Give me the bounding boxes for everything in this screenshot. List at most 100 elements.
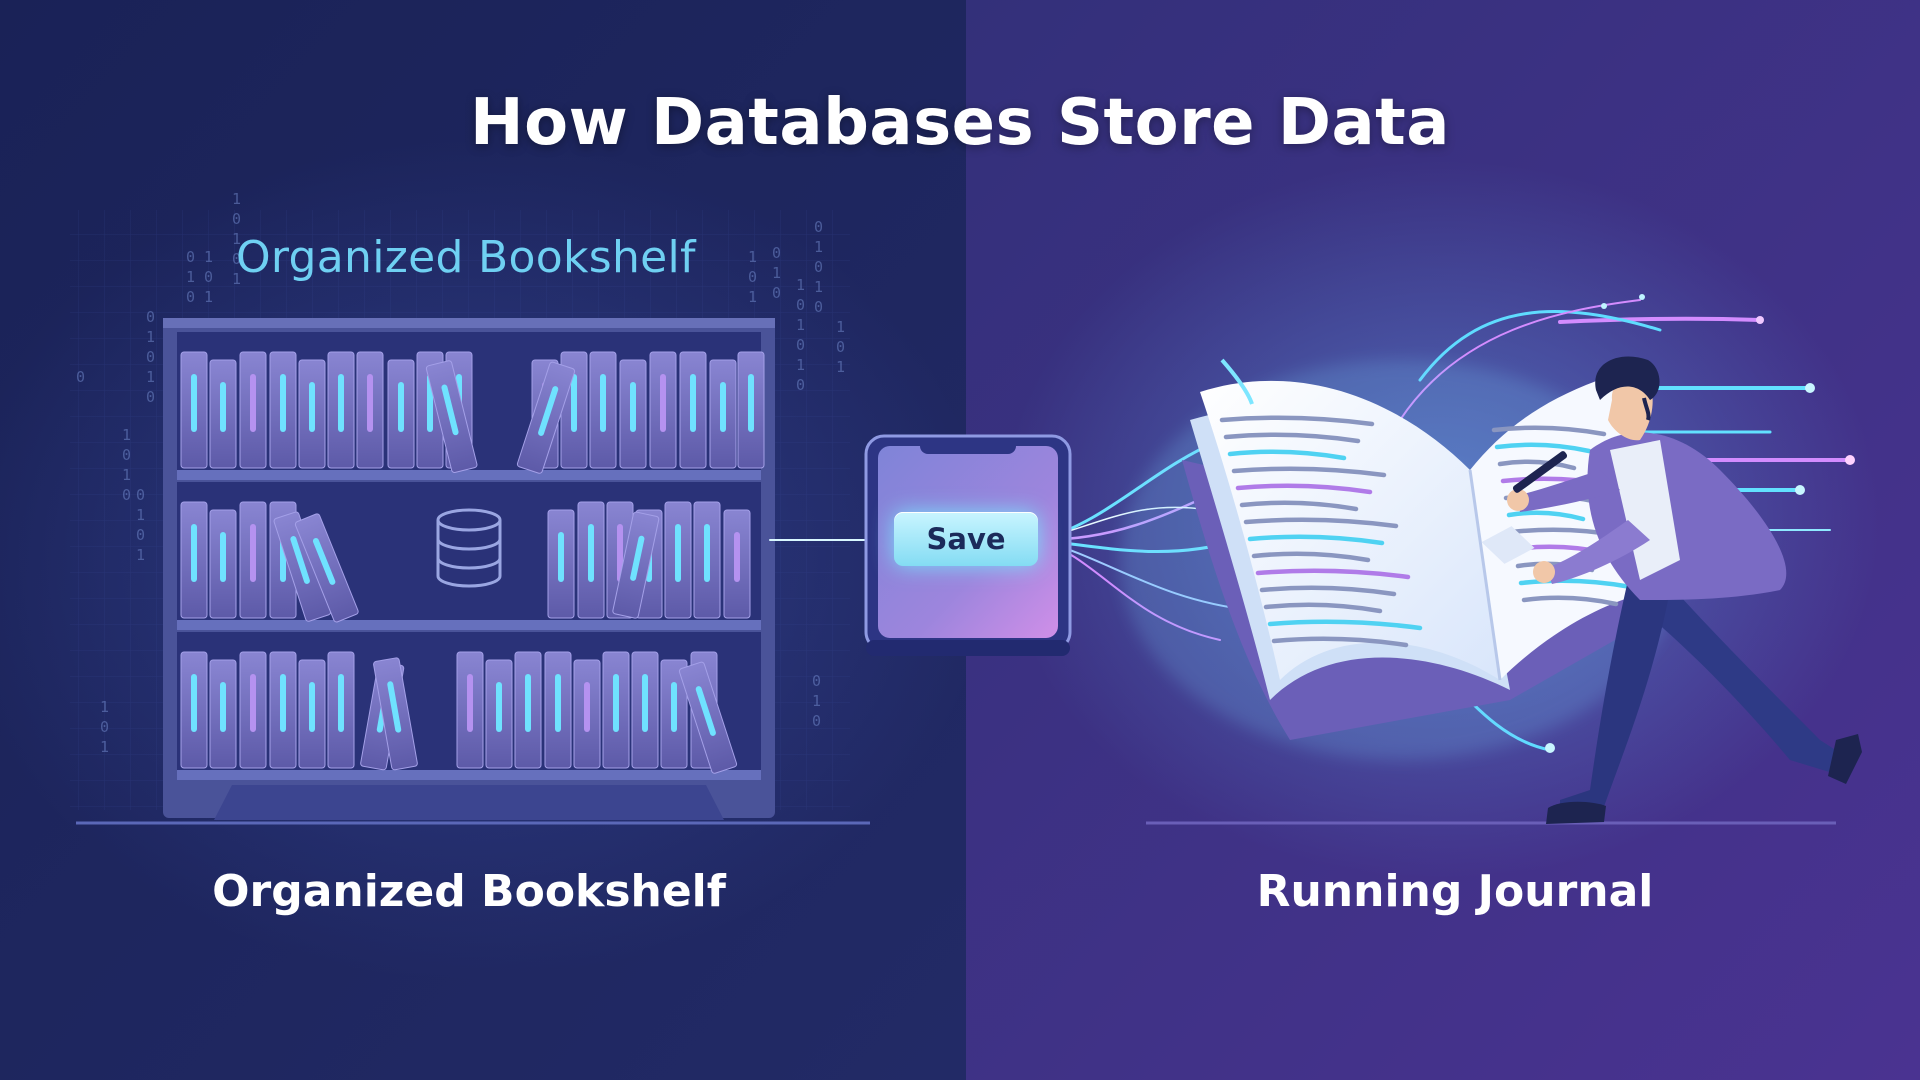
binary-digit: 0 (812, 672, 821, 690)
book-spine (678, 661, 738, 774)
book-spine (209, 659, 237, 769)
book-spine (373, 657, 418, 771)
page-title: How Databases Store Data (470, 86, 1450, 160)
binary-digit: 1 (136, 546, 145, 564)
binary-digit: 0 (186, 288, 195, 306)
book-spine (577, 501, 605, 619)
binary-digit: 1 (232, 270, 241, 288)
binary-digit: 1 (814, 278, 823, 296)
binary-digit: 0 (836, 338, 845, 356)
book-spine (660, 659, 688, 769)
text-line (1263, 602, 1383, 614)
text-line (1251, 551, 1371, 563)
book-spine (649, 351, 677, 469)
book-spine (298, 659, 326, 769)
book-spine (664, 501, 692, 619)
text-line (1247, 534, 1385, 546)
binary-digit: 0 (122, 486, 131, 504)
text-line (1243, 517, 1399, 529)
binary-digit: 1 (136, 506, 145, 524)
save-button[interactable]: Save (894, 512, 1038, 566)
bookshelf-heading: Organized Bookshelf (236, 232, 696, 283)
pen-icon (1512, 451, 1568, 493)
book-spine (589, 351, 617, 469)
binary-digit: 0 (796, 336, 805, 354)
book-spine (298, 359, 326, 469)
book-spine (612, 511, 660, 619)
book-spine (723, 509, 751, 619)
book-spine (387, 359, 415, 469)
binary-digit: 0 (814, 218, 823, 236)
binary-digit: 1 (122, 426, 131, 444)
binary-digit: 0 (76, 368, 85, 386)
book-spine (514, 651, 542, 769)
database-icon (436, 508, 502, 588)
text-line (1255, 568, 1411, 580)
journal-caption: Running Journal (1256, 866, 1654, 917)
book-spine (180, 351, 208, 469)
open-book-icon (1120, 358, 1680, 760)
text-line (1223, 432, 1361, 444)
binary-digit: 0 (796, 376, 805, 394)
binary-digit: 1 (204, 248, 213, 266)
book-spine (737, 351, 765, 469)
text-line (1497, 459, 1577, 471)
binary-digit: 0 (146, 308, 155, 326)
binary-digit: 0 (146, 388, 155, 406)
binary-digit: 1 (796, 276, 805, 294)
text-line (1494, 442, 1592, 454)
bookshelf (163, 318, 775, 820)
binary-digit: 1 (812, 692, 821, 710)
binary-digit: 0 (814, 298, 823, 316)
binary-digit: 1 (748, 248, 757, 266)
binary-digit: 0 (772, 284, 781, 302)
binary-digit: 1 (232, 190, 241, 208)
book-spine (619, 359, 647, 469)
book-spine (485, 659, 513, 769)
binary-digit: 0 (812, 712, 821, 730)
book-spine (356, 351, 384, 469)
binary-digit: 0 (232, 250, 241, 268)
book-spine (516, 361, 576, 474)
book-spine (631, 651, 659, 769)
binary-digit: 1 (100, 738, 109, 756)
text-line (1227, 449, 1347, 461)
binary-digit: 0 (204, 268, 213, 286)
book-spine (693, 501, 721, 619)
book-spine (294, 513, 359, 623)
binary-digit: 1 (836, 318, 845, 336)
book-spine (180, 501, 208, 619)
books (180, 351, 765, 774)
binary-digit: 0 (146, 348, 155, 366)
binary-digit: 0 (748, 268, 757, 286)
text-line (1219, 415, 1375, 427)
binary-digit: 1 (748, 288, 757, 306)
book-spine (269, 351, 297, 469)
book-spine (547, 509, 575, 619)
book-spine (239, 651, 267, 769)
text-line (1506, 510, 1586, 522)
text-line (1259, 585, 1397, 597)
binary-digit: 1 (836, 358, 845, 376)
binary-digit: 0 (232, 210, 241, 228)
text-line (1518, 578, 1634, 590)
text-line (1267, 619, 1423, 631)
binary-digit: 1 (100, 698, 109, 716)
binary-digit: 1 (146, 368, 155, 386)
book-spine (544, 651, 572, 769)
text-line (1235, 483, 1373, 495)
text-line (1491, 425, 1607, 437)
binary-digit: 0 (100, 718, 109, 736)
binary-digit: 1 (122, 466, 131, 484)
book-spine (679, 351, 707, 469)
bookshelf-caption: Organized Bookshelf (212, 866, 726, 917)
book-spine (602, 651, 630, 769)
binary-digit: 1 (146, 328, 155, 346)
binary-digit: 1 (186, 268, 195, 286)
binary-digit: 0 (814, 258, 823, 276)
binary-digit: 0 (186, 248, 195, 266)
book-spine (239, 351, 267, 469)
binary-digit: 0 (796, 296, 805, 314)
